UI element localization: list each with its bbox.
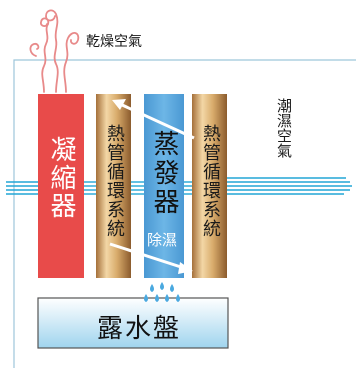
dehumidify-label: 除濕 <box>147 231 178 249</box>
condenser-block <box>38 94 84 278</box>
humid-air-lines-middle <box>84 181 192 195</box>
humid-air-lines-left <box>6 181 38 195</box>
heat-pipe-left-block <box>96 94 131 278</box>
dry-air-label: 乾燥空氣 <box>86 34 142 50</box>
heat-pipe-right-label: 熱管循環系統 <box>200 124 221 238</box>
heat-pipe-right-block <box>192 94 227 278</box>
condenser-label: 凝縮器 <box>46 136 76 220</box>
humid-air-lines-right <box>227 177 352 195</box>
humid-air-label: 潮濕空氣 <box>275 98 293 158</box>
frame-line <box>13 59 356 368</box>
evaporator-label: 蒸發器 <box>149 130 179 217</box>
water-droplet-icon <box>144 282 180 302</box>
drip-tray-block <box>37 297 229 349</box>
heat-pipe-left-label: 熱管循環系統 <box>104 124 125 238</box>
circulation-arrows <box>109 99 195 274</box>
dry-air-swirl-icon <box>29 9 80 93</box>
drip-tray-label: 露水盤 <box>97 314 182 344</box>
